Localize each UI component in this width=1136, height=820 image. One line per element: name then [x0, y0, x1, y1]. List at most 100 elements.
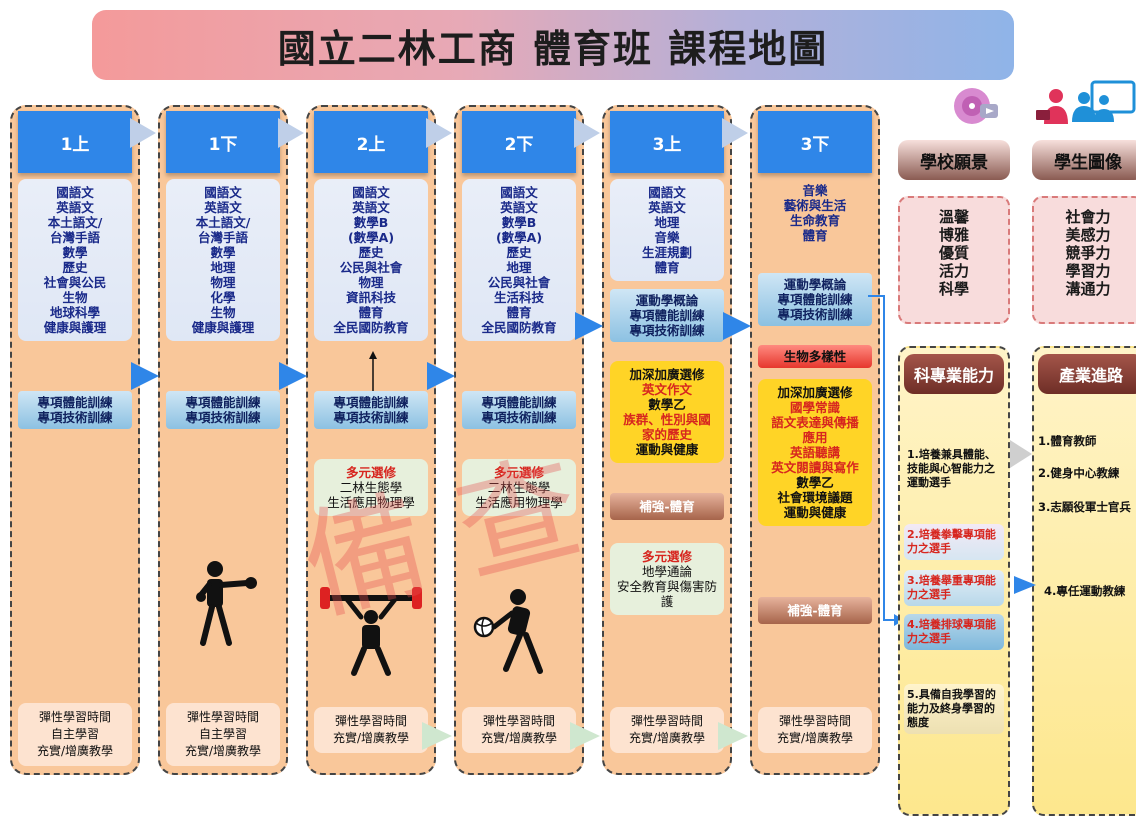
flex-item: 彈性學習時間 — [186, 710, 259, 724]
training-item: 專項技術訓練 — [777, 307, 853, 322]
progress-arrow-icon — [575, 312, 603, 340]
portrait-item: 學習力 — [1065, 262, 1111, 280]
subject: 生物 — [210, 305, 236, 320]
subject: 公民與社會 — [487, 275, 551, 290]
column-head: 3下 — [758, 111, 872, 173]
subject: 本土語文/ — [195, 215, 251, 230]
subject: 全民國防教育 — [481, 320, 557, 335]
subject: 英語文 — [204, 200, 242, 215]
elective-title: 多元選修 — [345, 465, 396, 480]
subject: 數學B — [501, 215, 537, 230]
flex-item: 彈性學習時間 — [482, 714, 555, 728]
subject: 國語文 — [648, 185, 686, 200]
column-head: 3上 — [610, 111, 724, 173]
subject: 生命教育 — [789, 213, 840, 228]
advanced-elective-item: 數學乙 — [648, 397, 686, 412]
page-title: 國立二林工商 體育班 課程地圖 — [92, 10, 1014, 80]
subject: 體育 — [654, 260, 680, 275]
subject: 台灣手語 — [197, 230, 248, 245]
subject: 物理 — [210, 275, 236, 290]
flex-learning: 彈性學習時間 自主學習 充實/增廣教學 — [18, 703, 132, 766]
next-semester-arrow-icon — [130, 118, 156, 148]
subject: 全民國防教育 — [333, 320, 409, 335]
subject: 物理 — [358, 275, 384, 290]
elective-item: 地學通論 — [641, 564, 692, 579]
elective-item: 二林生態學 — [339, 480, 403, 495]
careers-header: 產業進路 — [1038, 354, 1136, 394]
advanced-elective-item: 族群、性別與國 — [623, 412, 711, 427]
elective-item: 二林生態學 — [487, 480, 551, 495]
column-2b: 2下 國語文 英語文 數學B (數學A) 歷史 地理 公民與社會 生活科技 體育… — [454, 105, 584, 775]
advanced-elective-item: 英文作文 — [641, 382, 692, 397]
subject: 音樂 — [802, 183, 828, 198]
training-item: 專項體能訓練 — [333, 395, 409, 410]
training-box: 專項體能訓練 專項技術訓練 — [314, 391, 428, 429]
flex-item: 充實/增廣教學 — [480, 731, 558, 745]
subject: 數學 — [62, 245, 88, 260]
subject: 地理 — [210, 260, 236, 275]
required-subjects: 國語文 英語文 地理 音樂 生涯規劃 體育 — [610, 179, 724, 281]
up-arrow-icon — [369, 351, 377, 391]
training-item: 專項體能訓練 — [185, 395, 261, 410]
required-subjects: 國語文 英語文 數學B (數學A) 歷史 公民與社會 物理 資訊科技 體育 全民… — [314, 179, 428, 341]
advanced-elective-item: 運動與健康 — [635, 442, 699, 457]
weightlifter-figure-icon — [320, 587, 422, 676]
training-box: 運動學概論 專項體能訓練 專項技術訓練 — [610, 289, 724, 342]
training-item: 專項技術訓練 — [481, 410, 557, 425]
column-1a: 1上 國語文 英語文 本土語文/ 台灣手語 數學 歷史 社會與公民 生物 地球科… — [10, 105, 140, 775]
subject: 歷史 — [62, 260, 88, 275]
subject: 社會與公民 — [43, 275, 107, 290]
advanced-elective-item: 應用 — [802, 430, 828, 445]
column-head: 2上 — [314, 111, 428, 173]
subject: 生活科技 — [493, 290, 544, 305]
subject: 音樂 — [654, 230, 680, 245]
subject: 體育 — [506, 305, 532, 320]
subject: 台灣手語 — [49, 230, 100, 245]
vision-item: 優質 — [938, 244, 969, 262]
boxer-figure-icon — [196, 561, 257, 646]
volleyball-player-figure-icon — [473, 589, 543, 674]
training-box: 專項體能訓練 專項技術訓練 — [18, 391, 132, 429]
subject: 本土語文/ — [47, 215, 103, 230]
portrait-item: 美感力 — [1065, 226, 1111, 244]
careers-column: 產業進路 1.體育教師 2.健身中心教練 3.志願役軍士官兵 4.專任運動教練 — [1032, 346, 1136, 816]
subject: 英語文 — [352, 200, 390, 215]
flex-arrow-icon — [570, 722, 600, 750]
subject: 歷史 — [358, 245, 384, 260]
subject: 地理 — [506, 260, 532, 275]
subject: 地理 — [654, 215, 680, 230]
column-3a: 3上 國語文 英語文 地理 音樂 生涯規劃 體育 運動學概論 專項體能訓練 專項… — [602, 105, 732, 775]
portrait-box: 社會力 美感力 競爭力 學習力 溝通力 — [1032, 196, 1136, 324]
portrait-header: 學生圖像 — [1032, 140, 1136, 180]
vision-item: 活力 — [938, 262, 969, 280]
career-item: 4.專任運動教練 — [1044, 584, 1126, 598]
flex-learning: 彈性學習時間 自主學習 充實/增廣教學 — [166, 703, 280, 766]
students-icon — [1072, 80, 1136, 122]
advanced-elective-item: 英文閱讀與寫作 — [771, 460, 859, 475]
training-item: 專項體能訓練 — [777, 292, 853, 307]
subject: 生物 — [62, 290, 88, 305]
remedial-pe-box: 補強-體育 — [758, 597, 872, 624]
subject: 地球科學 — [49, 305, 100, 320]
subject: 國語文 — [204, 185, 242, 200]
flex-item: 充實/增廣教學 — [776, 731, 854, 745]
flex-learning: 彈性學習時間 充實/增廣教學 — [758, 707, 872, 753]
flex-item: 自主學習 — [198, 727, 247, 741]
next-semester-arrow-icon — [426, 118, 452, 148]
subject: 英語文 — [500, 200, 538, 215]
portrait-item: 社會力 — [1065, 208, 1111, 226]
subject: (數學A) — [495, 230, 543, 245]
flex-learning: 彈性學習時間 充實/增廣教學 — [610, 707, 724, 753]
advanced-elective-title: 加深加廣選修 — [629, 367, 705, 382]
abilities-column: 科專業能力 1.培養兼具體能、技能與心智能力之運動選手 2.培養拳擊專項能力之選… — [898, 346, 1010, 816]
training-item: 專項技術訓練 — [185, 410, 261, 425]
flex-item: 彈性學習時間 — [38, 710, 111, 724]
career-link-arrow-icon — [1010, 440, 1032, 468]
training-box: 專項體能訓練 專項技術訓練 — [462, 391, 576, 429]
subject: (數學A) — [347, 230, 395, 245]
elective-title: 多元選修 — [493, 465, 544, 480]
career-item: 1.體育教師 — [1038, 434, 1097, 448]
required-subjects: 國語文 英語文 本土語文/ 台灣手語 數學 歷史 社會與公民 生物 地球科學 健… — [18, 179, 132, 341]
subject: 英語文 — [56, 200, 94, 215]
elective-item: 護 — [660, 594, 674, 609]
